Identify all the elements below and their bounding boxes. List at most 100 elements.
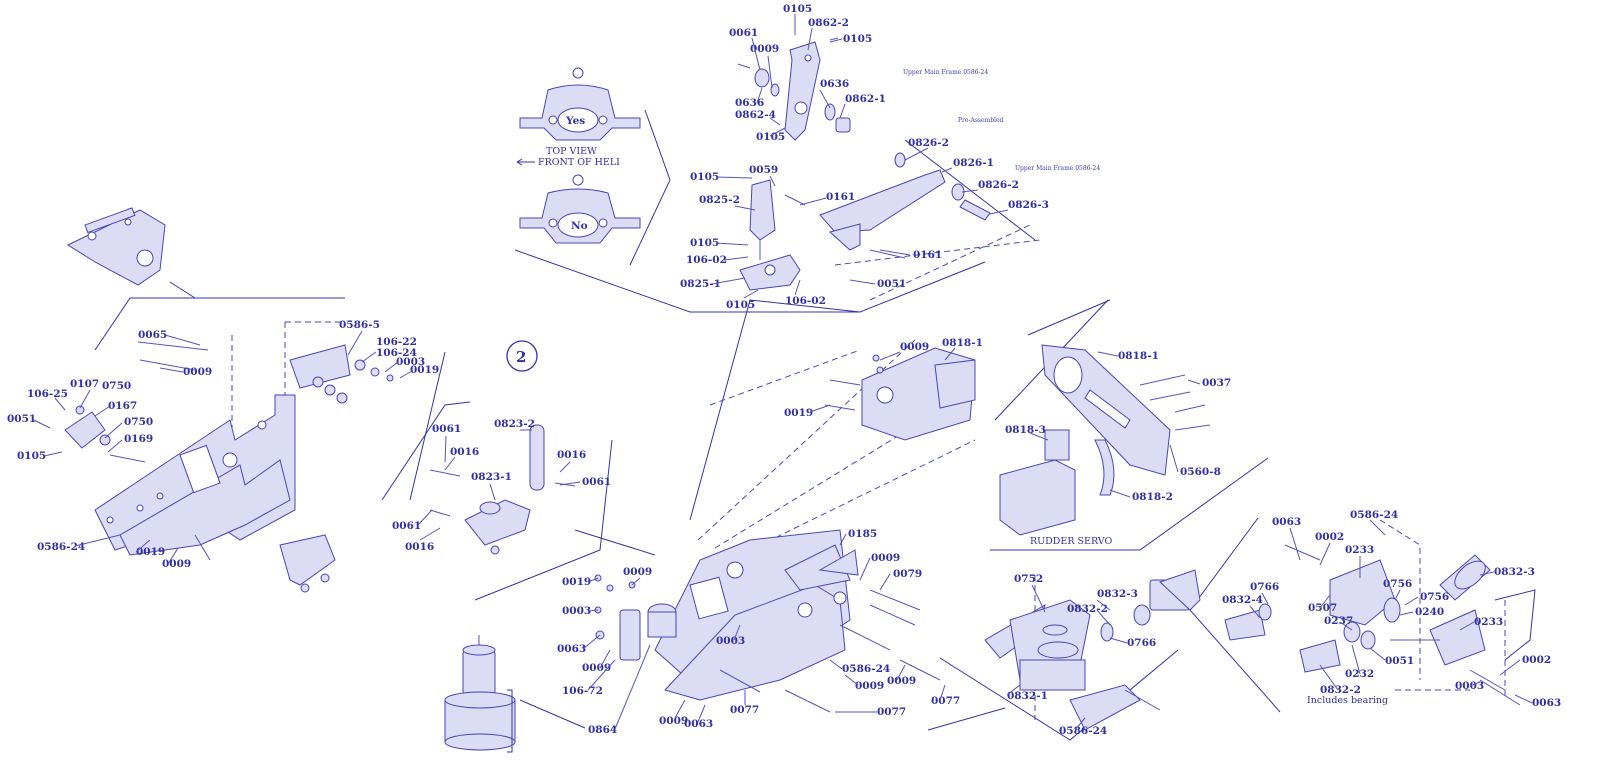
part-label: 0818-1 — [1118, 350, 1159, 362]
part-label: 0079 — [893, 568, 922, 580]
part-label: 0560-8 — [1180, 466, 1221, 478]
part-label: 0009 — [162, 558, 191, 570]
part-label: 0061 — [729, 27, 758, 39]
part-label: 0507 — [1308, 602, 1337, 614]
part-label: 0752 — [1014, 573, 1043, 585]
part-label: 0037 — [1202, 377, 1231, 389]
part-label: 0105 — [726, 299, 755, 311]
part-label: 0063 — [557, 643, 586, 655]
part-label: 106-24 — [376, 347, 417, 359]
part-label: 0750 — [124, 416, 153, 428]
yes-label: Yes — [565, 115, 585, 127]
part-label: 0862-2 — [808, 17, 849, 29]
clutch-bell-drawing — [444, 635, 516, 753]
part-label: 0009 — [871, 552, 900, 564]
part-label: 0003 — [396, 356, 425, 368]
part-label: 0105 — [690, 171, 719, 183]
part-label: 0105 — [17, 450, 46, 462]
part-label: 0185 — [848, 528, 877, 540]
part-label: 0586-5 — [339, 319, 380, 331]
part-label: 0105 — [843, 33, 872, 45]
part-label: 106-25 — [27, 388, 68, 400]
top-view-caption: TOP VIEW — [546, 146, 597, 157]
part-label: 0826-3 — [1008, 199, 1049, 211]
part-label: 106-02 — [686, 254, 727, 266]
part-label: 0051 — [7, 413, 36, 425]
center-main-frame-drawing — [594, 529, 941, 713]
part-label: 0009 — [900, 341, 929, 353]
step-number: 2 — [516, 348, 526, 366]
part-label: 106-22 — [376, 336, 417, 348]
part-label: 0818-1 — [942, 337, 983, 349]
part-label: 0823-2 — [494, 418, 535, 430]
part-label: 0002 — [1315, 531, 1344, 543]
tail-slider-assembly-drawing — [739, 152, 991, 291]
part-label: 0233 — [1345, 544, 1374, 556]
rudder-servo-plate-drawing — [999, 344, 1211, 536]
part-label: 0009 — [750, 43, 779, 55]
part-label: 0009 — [659, 715, 688, 727]
leader-lines — [33, 14, 1533, 731]
part-label: 0832-2 — [1067, 603, 1108, 615]
frame-detail-inset-drawing — [66, 207, 166, 286]
pre-assembled-note: Pre-Assembled — [958, 117, 1004, 124]
part-label: 0016 — [405, 541, 434, 553]
no-label: No — [571, 220, 588, 232]
part-label: 0825-2 — [699, 194, 740, 206]
part-label: 0077 — [931, 695, 960, 707]
part-label: 0832-1 — [1007, 690, 1048, 702]
part-label: 0061 — [582, 476, 611, 488]
includes-bearing-caption: Includes bearing — [1307, 695, 1388, 706]
part-label: 0862-4 — [735, 109, 776, 121]
part-label: 0756 — [1383, 578, 1412, 590]
part-label: 0002 — [1522, 654, 1551, 666]
part-label: 0832-2 — [1320, 684, 1361, 696]
tail-pitch-lever-drawing — [737, 37, 851, 141]
part-label: 0077 — [730, 704, 759, 716]
part-label: 0862-1 — [845, 93, 886, 105]
part-label: 0019 — [136, 546, 165, 558]
part-label: 0233 — [1474, 616, 1503, 628]
upper-main-frame-note-a: Upper Main Frame 0586-24 — [903, 69, 988, 76]
part-label: 0586-24 — [842, 663, 890, 675]
part-label: 0063 — [1272, 516, 1301, 528]
part-label: 0051 — [877, 278, 906, 290]
part-label: 0826-1 — [953, 157, 994, 169]
part-label: 0059 — [749, 164, 778, 176]
part-label: 0832-3 — [1494, 566, 1535, 578]
front-of-heli-caption: FRONT OF HELI — [538, 157, 620, 168]
tail-boom-clamp-drawing — [429, 424, 576, 555]
step-circle — [506, 340, 538, 372]
part-label: 0063 — [684, 718, 713, 730]
part-label: 0636 — [820, 78, 849, 90]
part-label: 0586-24 — [1059, 725, 1107, 737]
part-label: 0161 — [913, 249, 942, 261]
part-label: 0586-24 — [1350, 509, 1398, 521]
part-label: 0009 — [887, 675, 916, 687]
part-label: 0003 — [562, 605, 591, 617]
part-label: 0826-2 — [978, 179, 1019, 191]
part-label: 0766 — [1127, 637, 1156, 649]
left-side-frame-drawing — [64, 341, 394, 593]
tail-drive-gearbox-drawing — [984, 569, 1201, 731]
part-labels: 0105 0061 0862-2 0105 0009 0636 0636 086… — [7, 3, 1561, 737]
part-label: 0061 — [432, 423, 461, 435]
part-label: 0826-2 — [908, 137, 949, 149]
part-label: 0825-1 — [680, 278, 721, 290]
part-label: 0823-1 — [471, 471, 512, 483]
top-view-no-illustration — [519, 174, 641, 244]
part-label: 0077 — [877, 706, 906, 718]
part-label: 0019 — [410, 364, 439, 376]
part-label: 0105 — [756, 131, 785, 143]
part-label: 0065 — [138, 329, 167, 341]
part-label: 0003 — [716, 635, 745, 647]
part-label: 0832-4 — [1222, 594, 1263, 606]
part-label: 0167 — [108, 400, 137, 412]
part-label: 0016 — [450, 446, 479, 458]
part-label: 0586-24 — [37, 541, 85, 553]
part-label: 0105 — [690, 237, 719, 249]
part-label: 0169 — [124, 433, 153, 445]
part-label: 0766 — [1250, 581, 1279, 593]
part-label: 0832-3 — [1097, 588, 1138, 600]
